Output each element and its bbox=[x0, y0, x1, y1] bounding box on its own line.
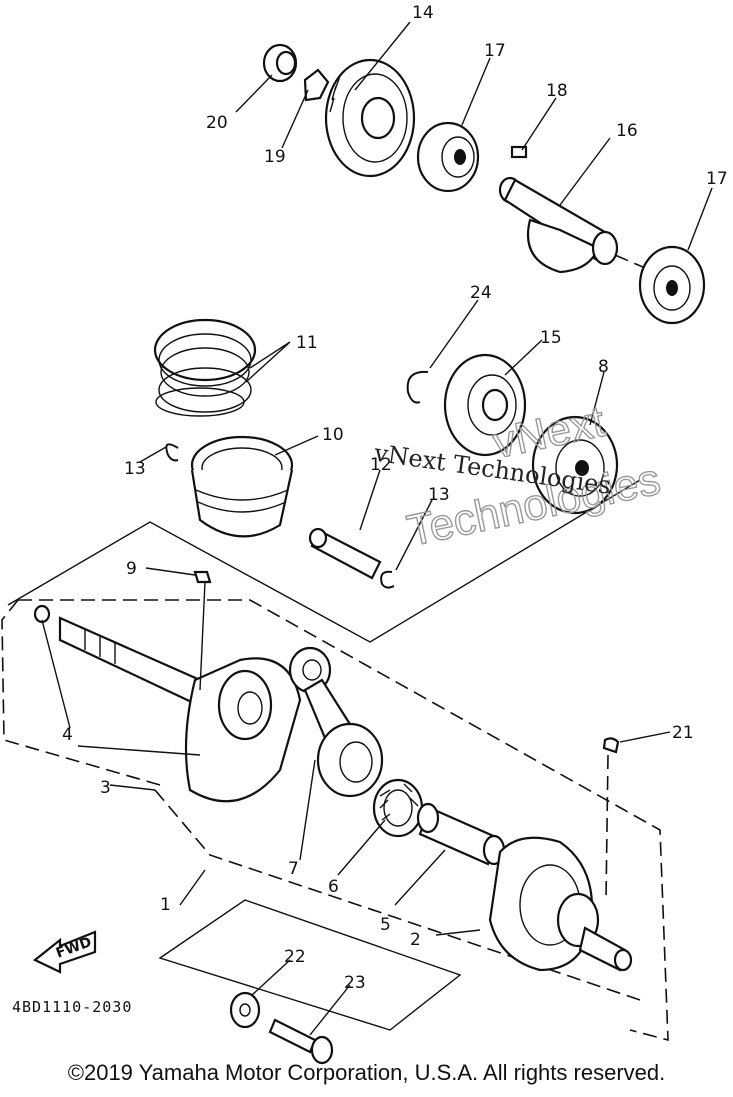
callout-20: 20 bbox=[206, 113, 228, 133]
callout-3: 3 bbox=[100, 778, 111, 798]
part-16-balancer-shaft bbox=[498, 176, 646, 274]
callout-9: 9 bbox=[126, 559, 137, 579]
part-24-circlip bbox=[406, 370, 429, 404]
part-4-pin bbox=[33, 604, 51, 624]
callout-4: 4 bbox=[62, 725, 73, 745]
part-5-crank-pin bbox=[416, 802, 506, 866]
assembly-outline-crankshaft bbox=[1, 599, 669, 1042]
callout-13-left: 13 bbox=[124, 459, 146, 479]
callout-labels: 14 17 18 16 17 20 19 11 24 15 8 10 13 12… bbox=[62, 3, 728, 993]
part-11-piston-rings bbox=[153, 318, 257, 417]
part-18-key bbox=[510, 145, 528, 159]
part-15-gear bbox=[324, 58, 416, 178]
callout-24: 24 bbox=[470, 283, 492, 303]
leader-lines bbox=[41, 21, 713, 1036]
part-23-bolt bbox=[268, 1018, 334, 1065]
part-9-key bbox=[193, 570, 212, 584]
callout-19: 19 bbox=[264, 147, 286, 167]
assembly-outline-bolt bbox=[158, 899, 462, 1031]
callout-7: 7 bbox=[288, 859, 299, 879]
part-8-bearing bbox=[531, 415, 619, 515]
part-2-crank-right bbox=[488, 836, 633, 972]
callout-17-upper: 17 bbox=[484, 41, 506, 61]
callout-10: 10 bbox=[322, 425, 344, 445]
callout-22: 22 bbox=[284, 947, 306, 967]
part-19-lock-washer bbox=[303, 68, 330, 102]
callout-21: 21 bbox=[672, 723, 694, 743]
callout-14: 15 bbox=[540, 328, 562, 348]
part-20-nut bbox=[262, 43, 298, 83]
part-6-needle-bearing bbox=[372, 778, 424, 838]
part-21-key bbox=[602, 737, 620, 901]
callout-8: 8 bbox=[598, 357, 609, 377]
part-14-gear bbox=[443, 353, 527, 457]
callout-6: 6 bbox=[328, 877, 339, 897]
callout-23: 23 bbox=[344, 973, 366, 993]
part-12-piston-pin bbox=[308, 527, 382, 580]
part-22-washer bbox=[229, 991, 261, 1029]
callout-15: 14 bbox=[412, 3, 434, 23]
figure-code: 4BD1110-2030 bbox=[12, 998, 132, 1016]
callout-2: 2 bbox=[410, 930, 421, 950]
copyright-notice: ©2019 Yamaha Motor Corporation, U.S.A. A… bbox=[67, 1060, 666, 1085]
callout-13-right: 13 bbox=[428, 485, 450, 505]
callout-1: 1 bbox=[160, 895, 171, 915]
callout-12: 12 bbox=[370, 455, 392, 475]
callout-17-lower: 17 bbox=[706, 169, 728, 189]
part-10-piston bbox=[190, 435, 294, 538]
assembly-outline-piston bbox=[7, 479, 641, 643]
fwd-arrow-icon: FWD bbox=[32, 930, 97, 974]
callout-16: 16 bbox=[616, 121, 638, 141]
part-13-circlip-left bbox=[165, 443, 179, 462]
part-17-bearing-lower bbox=[638, 245, 706, 325]
part-3-crank-left bbox=[58, 616, 302, 803]
part-17-bearing-upper bbox=[416, 121, 480, 193]
callout-18: 18 bbox=[546, 81, 568, 101]
part-13-circlip-right bbox=[380, 570, 395, 589]
part-7-connecting-rod bbox=[288, 646, 384, 798]
callout-11: 11 bbox=[296, 333, 318, 353]
callout-5: 5 bbox=[380, 915, 391, 935]
